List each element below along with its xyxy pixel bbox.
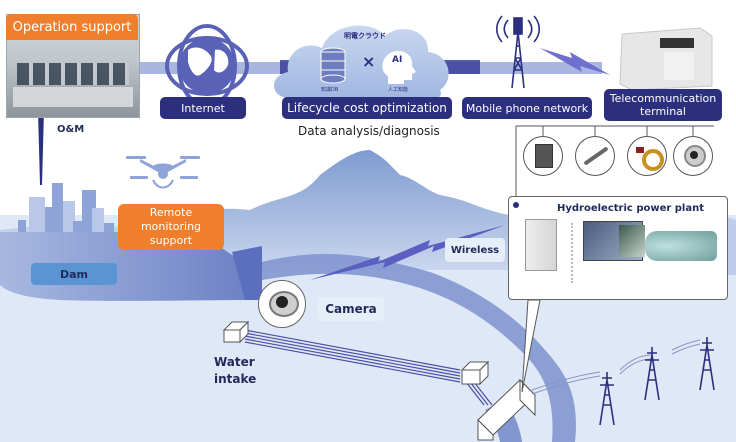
transmission-lines xyxy=(531,339,701,395)
drone-icon xyxy=(126,156,200,189)
camera-label: Camera xyxy=(318,297,384,321)
dam-wall xyxy=(232,246,262,300)
om-label: O&M xyxy=(57,124,85,135)
dam-label: Dam xyxy=(31,263,117,285)
camera-icon xyxy=(258,280,306,328)
pylon xyxy=(699,337,715,391)
tablet-photo xyxy=(619,225,645,257)
water-intake-structure xyxy=(222,320,250,344)
sensor-probe-icon xyxy=(575,136,615,176)
dam-city xyxy=(18,183,114,232)
data-analysis-label: Data analysis/diagnosis xyxy=(298,124,440,138)
penstock xyxy=(244,329,493,406)
internet-label: Internet xyxy=(160,97,246,119)
cloud-times-symbol: × xyxy=(362,52,376,71)
operation-support-label: Operation support xyxy=(6,14,138,40)
db-caption: 知識DB xyxy=(321,87,339,93)
cellular-bolt xyxy=(540,48,610,75)
control-panel-image xyxy=(525,219,557,271)
river xyxy=(262,253,576,442)
sensor-panel-icon xyxy=(523,136,563,176)
ai-head-icon xyxy=(382,50,416,84)
hydro-plant-title: Hydroelectric power plant xyxy=(557,203,705,214)
powerhouse xyxy=(477,378,536,441)
divider-dots xyxy=(571,223,573,283)
hydro-plant-callout: Hydroelectric power plant xyxy=(508,196,728,300)
head-tank xyxy=(460,360,490,386)
mobile-network-label: Mobile phone network xyxy=(462,97,592,119)
water-intake-label: Water intake xyxy=(214,355,257,386)
internet-globe-icon xyxy=(165,24,249,108)
lifecycle-cost-label: Lifecycle cost optimization xyxy=(282,97,452,119)
turbine-photo xyxy=(645,231,717,261)
cell-tower-icon xyxy=(495,15,541,89)
om-line xyxy=(38,110,44,185)
mountain xyxy=(150,150,510,270)
sensor-clamp-icon xyxy=(627,136,667,176)
cloud-title: 明電クラウド xyxy=(344,32,386,40)
remote-monitoring-label: Remote monitoring support xyxy=(118,204,224,250)
telecom-terminal-label: Telecommunication terminal xyxy=(604,89,722,121)
callout-pointer xyxy=(521,299,541,393)
telecom-terminal-device xyxy=(619,27,713,91)
ai-badge: AI xyxy=(392,55,403,65)
sensor-connector-lines xyxy=(515,125,714,198)
wireless-label: Wireless xyxy=(445,238,505,262)
ai-caption: 人工知能 xyxy=(388,87,409,93)
pylon xyxy=(599,372,615,426)
cloud-shape xyxy=(273,25,449,101)
pylon xyxy=(644,347,660,401)
sensor-camera-icon xyxy=(673,136,713,176)
database-icon xyxy=(320,47,346,84)
